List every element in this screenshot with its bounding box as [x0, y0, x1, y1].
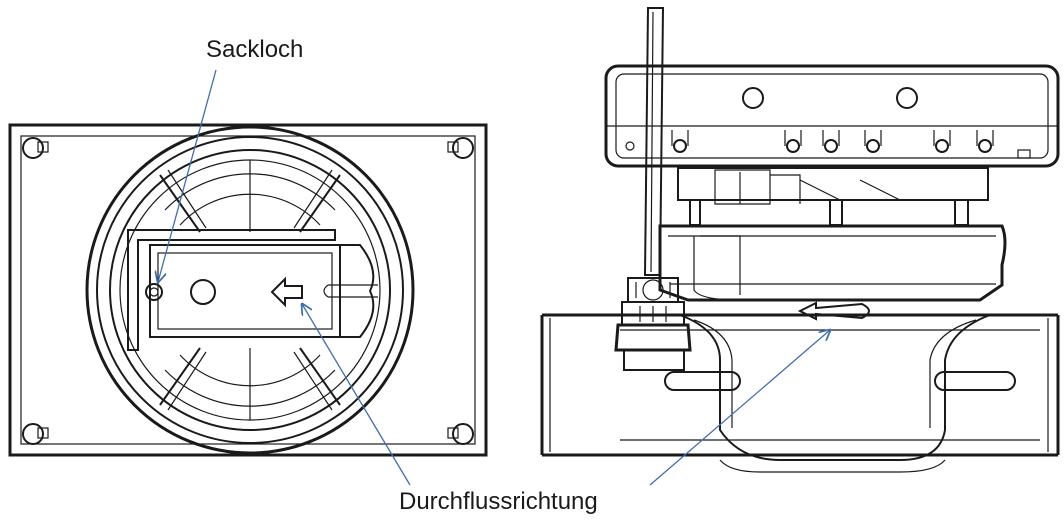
- terminal-screws: [625, 130, 1031, 159]
- housing-ring: [96, 136, 404, 444]
- housing-ring-outer: [85, 125, 415, 455]
- housing-ring-inner: [109, 149, 391, 431]
- top-view: [8, 123, 488, 457]
- spokes: [159, 160, 341, 420]
- cable-gland: [614, 277, 692, 371]
- blind-hole: [145, 283, 163, 301]
- flow-arrow-symbol: [270, 276, 303, 308]
- flow-pointer-right: [649, 330, 830, 486]
- blind-hole-pointer: [158, 69, 217, 282]
- corner-holes: [22, 137, 474, 445]
- register-head: [604, 64, 1060, 168]
- mounting-plate-inner: [20, 135, 476, 445]
- flow-arrow-symbol-side: [797, 301, 870, 321]
- body-rim: [658, 224, 1007, 302]
- annotation-arrows: [158, 69, 830, 486]
- side-view: [540, 7, 1060, 473]
- center-hole: [190, 279, 216, 305]
- label-blind-hole: Sackloch: [206, 36, 304, 63]
- pipe: [540, 313, 1060, 457]
- label-flow-direction: Durchflussrichtung: [399, 488, 598, 515]
- register-bracket: [127, 229, 336, 351]
- register-body: [149, 244, 341, 338]
- flow-pointer-left: [302, 304, 411, 486]
- mounting-plate: [8, 123, 488, 457]
